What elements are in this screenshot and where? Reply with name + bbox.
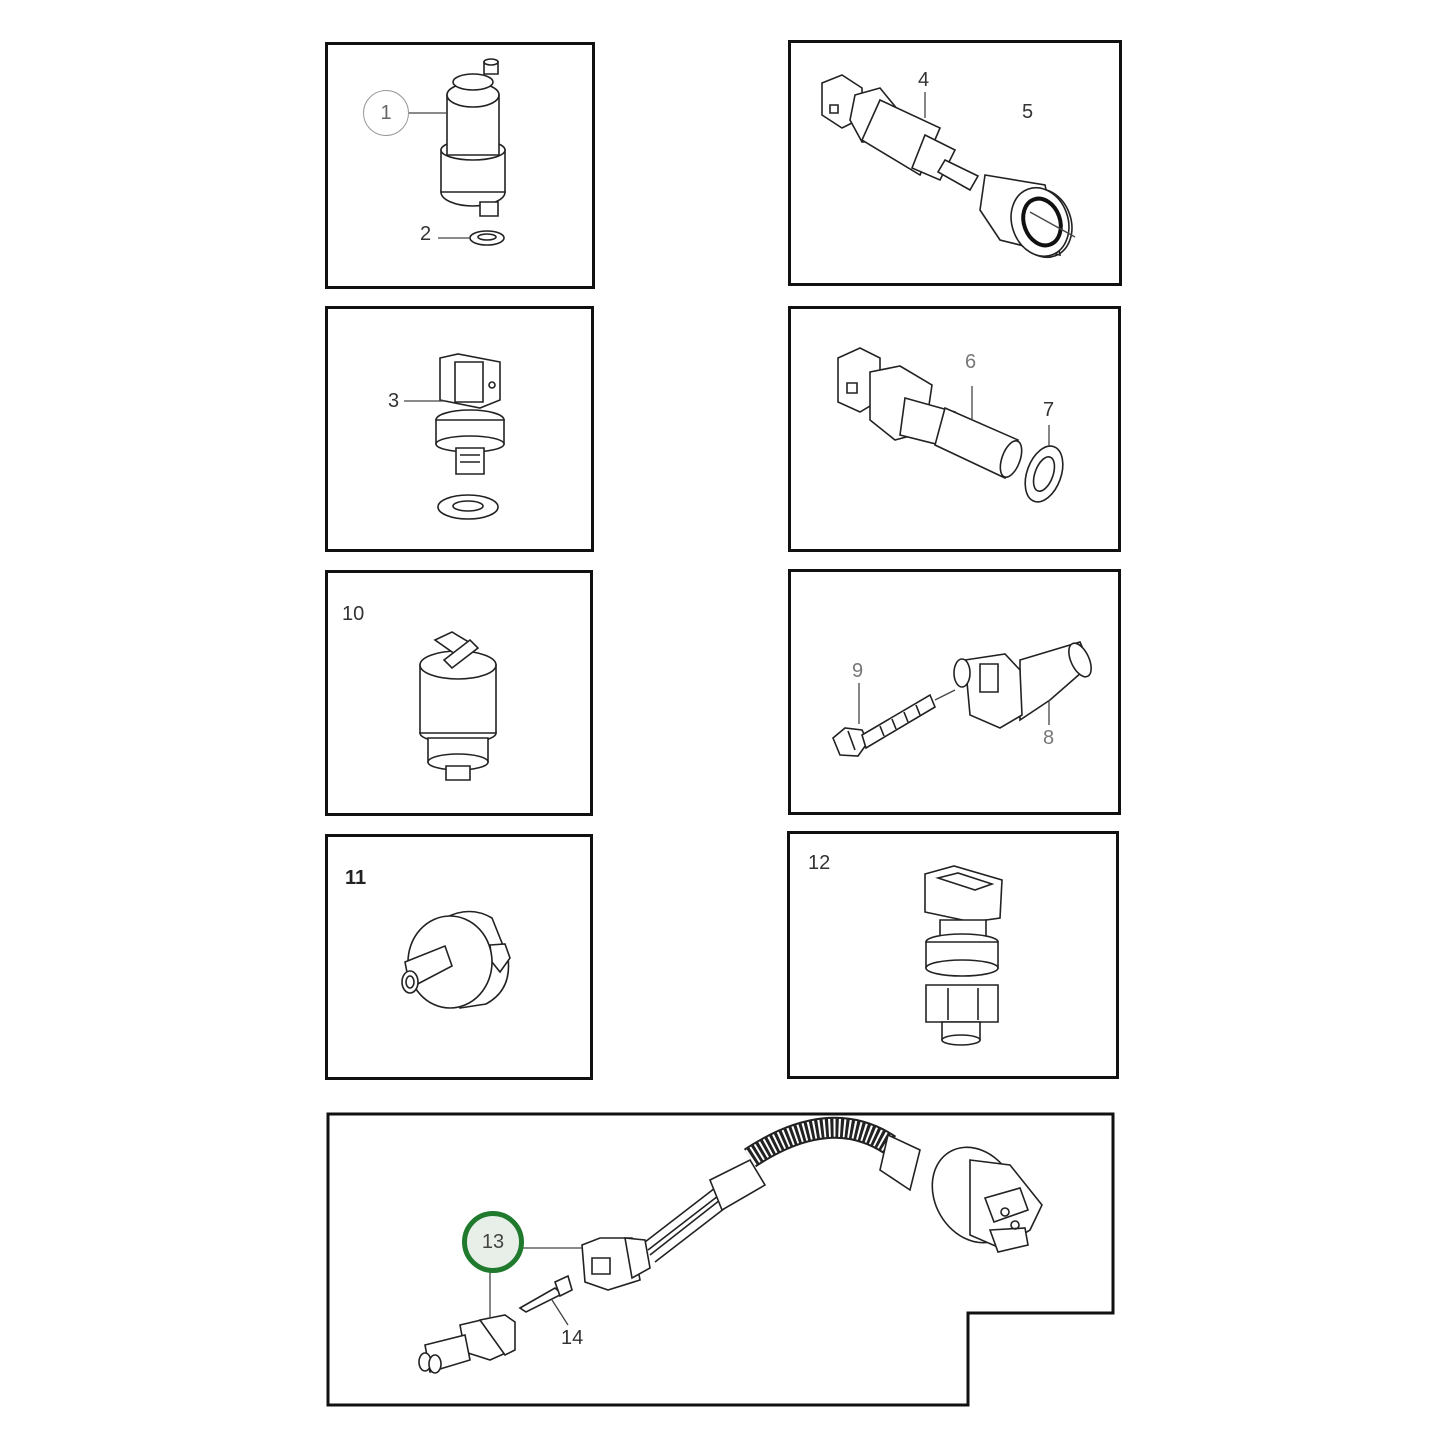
- label-8: 8: [1043, 727, 1055, 749]
- label-11: 11: [345, 867, 367, 889]
- panel-temperature-sensor-washer: [788, 306, 1121, 552]
- label-14: 14: [561, 1327, 584, 1349]
- label-7: 7: [1043, 399, 1055, 421]
- callout-label: 1: [380, 101, 392, 124]
- label-3: 3: [388, 390, 400, 412]
- label-6: 6: [965, 351, 977, 373]
- label-2: 2: [420, 223, 432, 245]
- label-10: 10: [342, 603, 365, 625]
- label-5: 5: [1022, 101, 1034, 123]
- label-12: 12: [808, 852, 831, 874]
- callout-1[interactable]: 1: [363, 90, 409, 136]
- callout-13-highlighted[interactable]: 13: [462, 1211, 524, 1273]
- callout-label: 13: [481, 1230, 505, 1253]
- label-9: 9: [852, 660, 864, 682]
- label-4: 4: [918, 69, 930, 91]
- panel-speed-sensor: [788, 569, 1121, 815]
